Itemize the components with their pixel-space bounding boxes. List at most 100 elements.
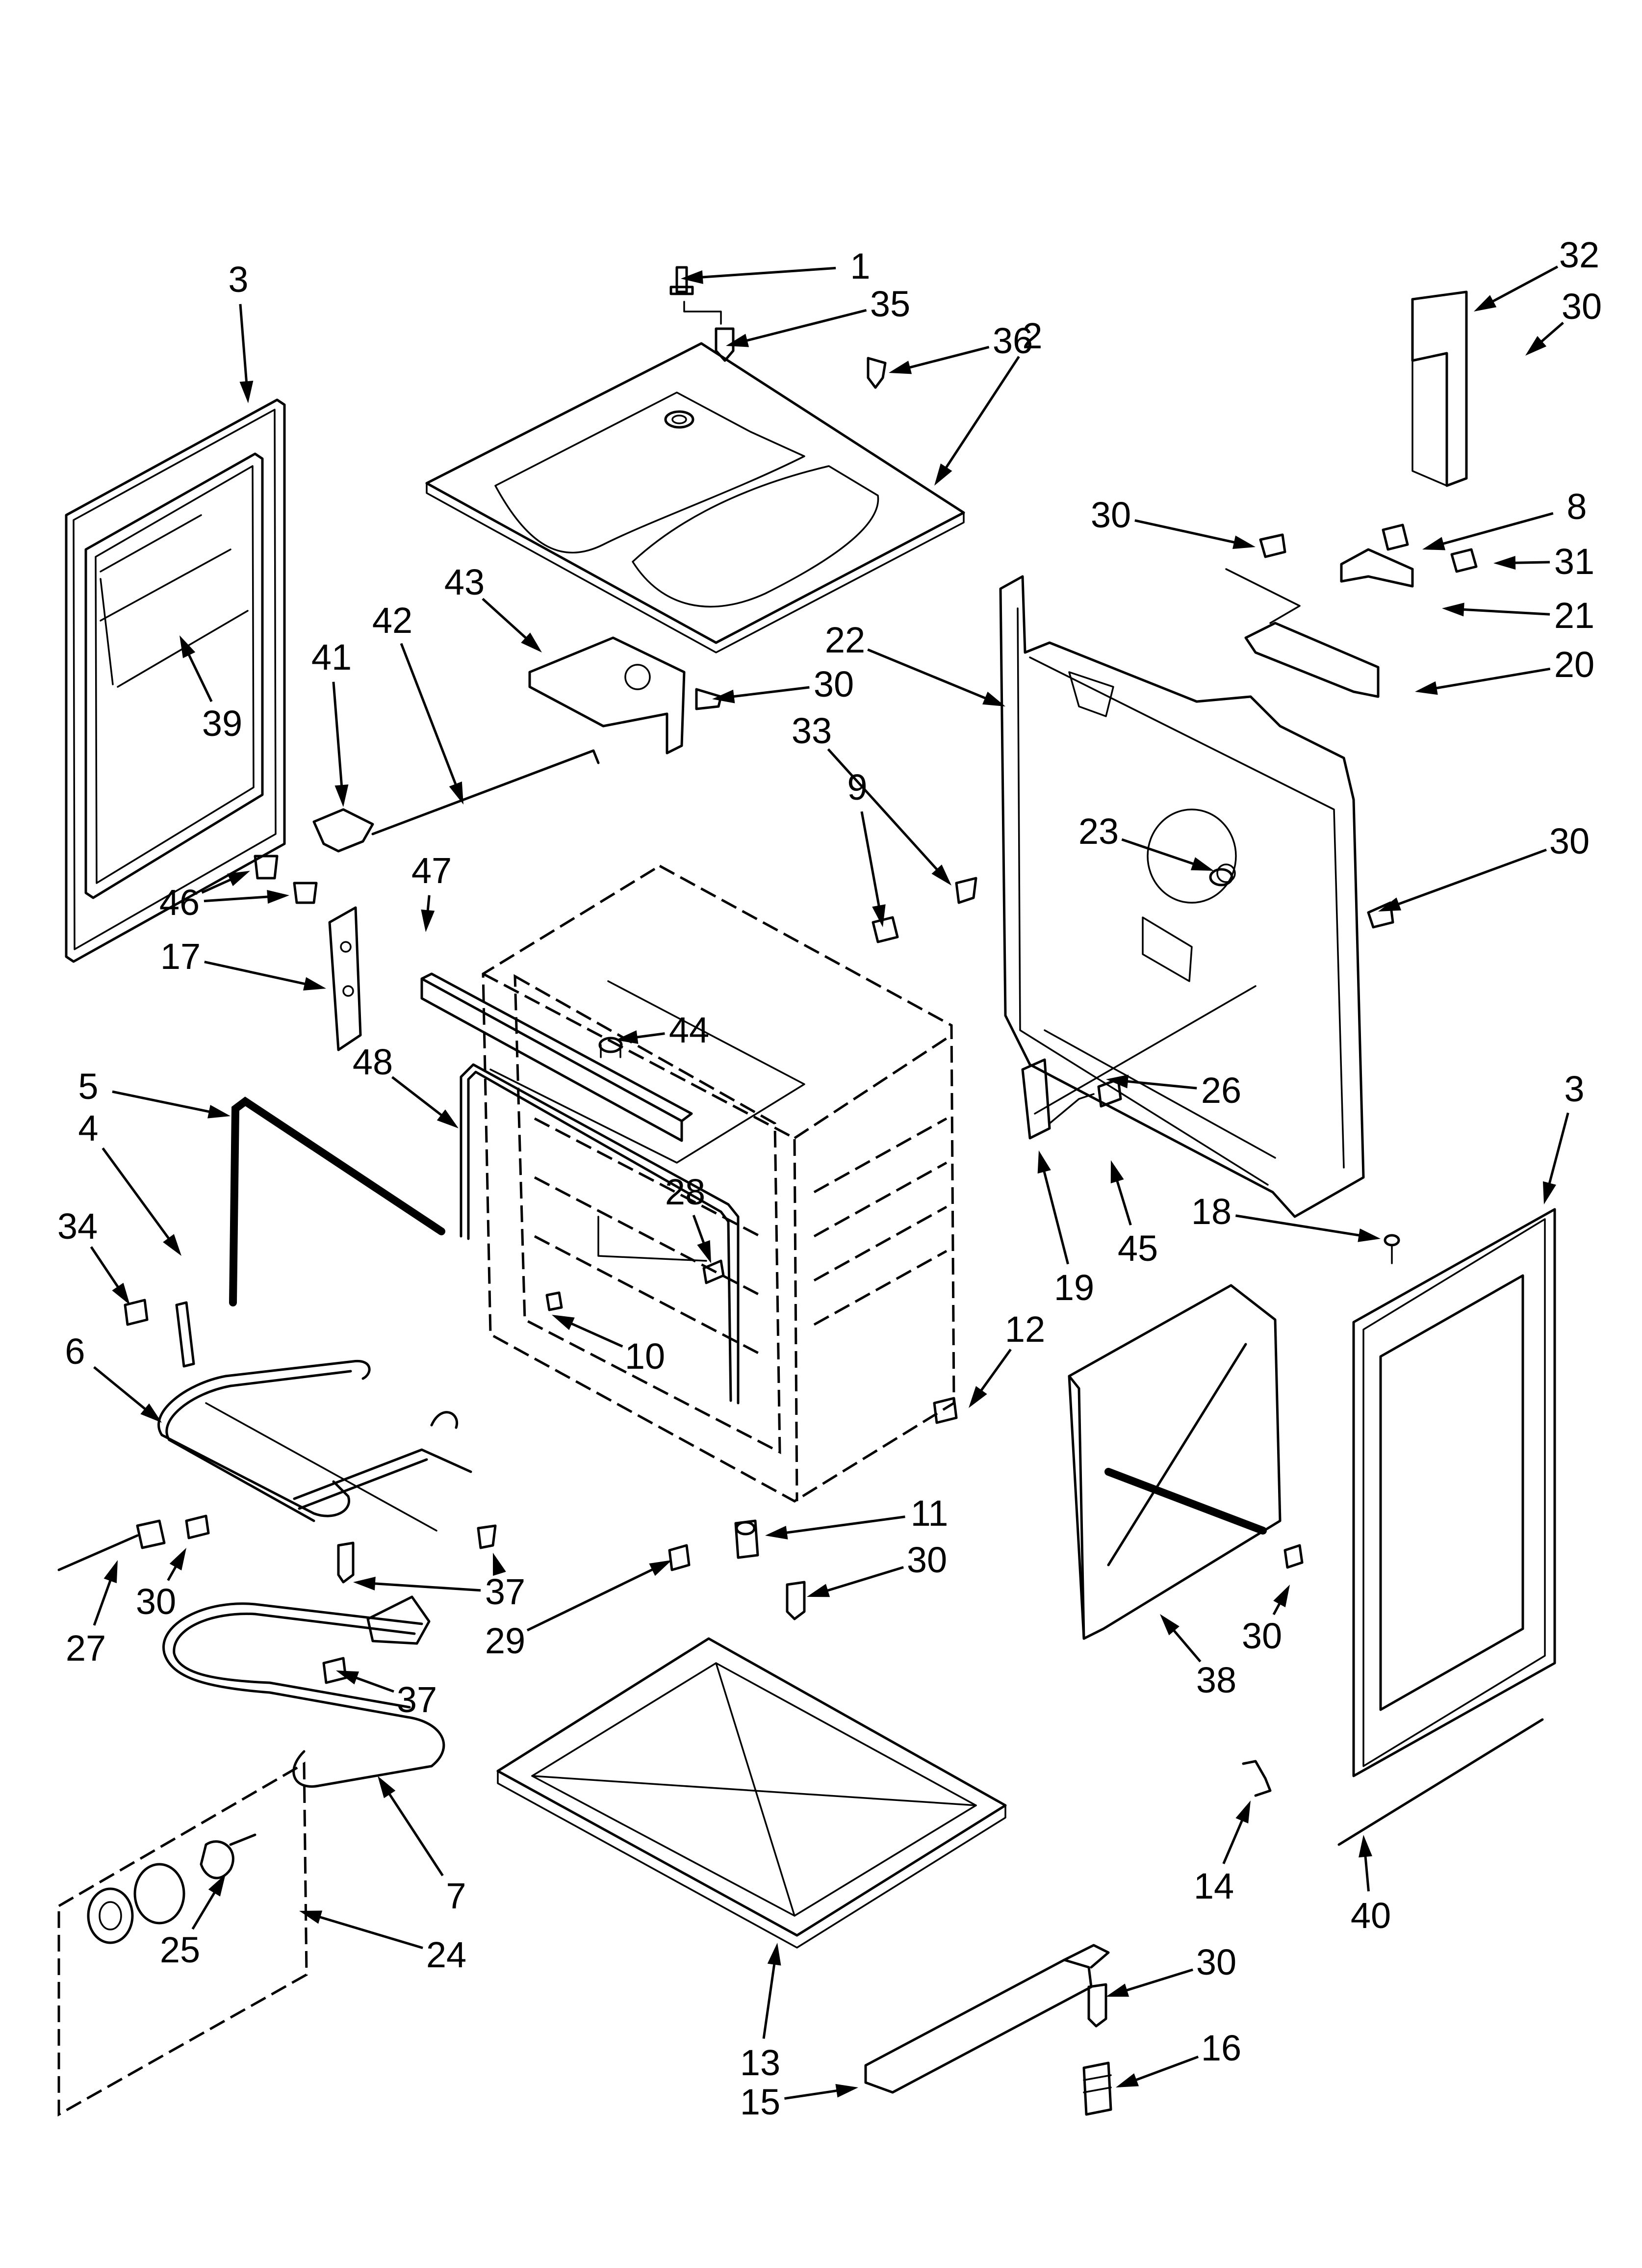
leader-line <box>1391 848 1547 908</box>
leader-arrowhead <box>1358 1228 1381 1242</box>
leader-arrowhead <box>436 1109 459 1128</box>
callout-21: 21 <box>1442 595 1594 636</box>
leader-line <box>1168 1624 1202 1663</box>
leader-line <box>902 346 990 370</box>
callout-30: 30 <box>1091 495 1256 549</box>
leader-arrowhead <box>334 784 349 807</box>
leader-arrowhead <box>934 463 952 486</box>
gasket-48 <box>460 1063 740 1405</box>
leader-line <box>1222 1813 1246 1865</box>
leader-arrowhead <box>616 1030 639 1044</box>
leader-arrowhead <box>872 904 886 927</box>
part-number-label: 30 <box>907 1539 947 1580</box>
leader-line <box>1041 1164 1069 1265</box>
callout-19: 19 <box>1037 1150 1094 1308</box>
part-number-label: 7 <box>446 1876 466 1916</box>
leader-arrowhead <box>767 1943 781 1966</box>
part-23 <box>1209 868 1233 886</box>
part-number-label: 33 <box>792 710 832 751</box>
leader-line <box>1456 608 1550 616</box>
leader-line <box>779 1515 905 1535</box>
bracket-21-20 <box>1225 523 1478 698</box>
leader-line <box>1235 1214 1366 1238</box>
leader-arrowhead <box>169 1548 186 1571</box>
broil-element-6 <box>157 1359 472 1532</box>
callout-34: 34 <box>57 1206 130 1305</box>
leader-line <box>349 1674 394 1693</box>
leader-line <box>184 648 213 703</box>
part-number-label: 40 <box>1351 1895 1391 1936</box>
bake-element-7 <box>162 1595 445 1788</box>
callout-37: 37 <box>353 1571 525 1612</box>
part-number-label: 8 <box>1566 486 1587 527</box>
callout-8: 8 <box>1422 486 1587 550</box>
callout-30: 30 <box>1106 1942 1236 1997</box>
callout-48: 48 <box>353 1042 459 1128</box>
callout-27: 27 <box>66 1560 118 1668</box>
leader-line <box>564 1319 623 1348</box>
callout-30: 30 <box>712 664 854 704</box>
leader-arrowhead <box>299 1910 323 1924</box>
leader-line <box>976 1349 1012 1397</box>
leader-line <box>1546 1112 1569 1191</box>
leader-arrowhead <box>726 334 749 347</box>
top-screws <box>669 266 887 389</box>
callout-5: 5 <box>78 1066 231 1119</box>
base-rail-15 <box>864 1944 1110 2094</box>
callout-41: 41 <box>311 637 352 807</box>
leader-line <box>1486 265 1559 306</box>
callout-14: 14 <box>1194 1800 1251 1906</box>
callout-16: 16 <box>1116 2028 1241 2087</box>
part-number-label: 36 <box>993 320 1033 361</box>
rod-40 <box>1337 1718 1544 1846</box>
leader-line <box>391 1076 448 1121</box>
leader-arrowhead <box>1235 1800 1251 1824</box>
top-cover <box>425 342 965 653</box>
callout-3: 3 <box>228 259 254 403</box>
part-number-label: 11 <box>911 1493 949 1534</box>
part-number-label: 23 <box>1078 811 1119 852</box>
part-number-label: 42 <box>372 600 412 641</box>
leader-arrowhead <box>1037 1150 1051 1174</box>
part-number-label: 30 <box>814 664 854 704</box>
leader-line <box>726 686 810 699</box>
callout-20: 20 <box>1415 644 1594 695</box>
leader-arrowhead <box>1493 556 1516 570</box>
part-44 <box>598 1037 623 1058</box>
leader-line <box>762 1957 777 2039</box>
part-number-label: 18 <box>1191 1191 1232 1232</box>
leader-arrowhead <box>1106 1983 1129 1997</box>
leader-line <box>1119 1968 1193 1994</box>
leader-line <box>526 1565 660 1632</box>
part-number-label: 21 <box>1554 595 1594 636</box>
leader-arrowhead <box>1160 1614 1180 1636</box>
part-number-label: 31 <box>1554 541 1594 582</box>
leader-arrowhead <box>103 1560 118 1584</box>
part-number-label: 44 <box>669 1010 709 1050</box>
leader-arrowhead <box>1106 1074 1129 1089</box>
leader-line <box>820 1566 904 1594</box>
callout-11: 11 <box>765 1493 948 1539</box>
leader-arrowhead <box>207 1105 231 1119</box>
leader-arrowhead <box>1359 1835 1373 1858</box>
callout-28: 28 <box>665 1172 711 1263</box>
part-number-label: 35 <box>870 284 910 324</box>
leader-arrowhead <box>421 909 435 932</box>
leader-arrowhead <box>889 361 912 374</box>
bracket-32 <box>1411 290 1468 487</box>
callout-3: 3 <box>1542 1069 1585 1204</box>
part-number-label: 3 <box>228 259 248 300</box>
callout-extra <box>493 1553 506 1576</box>
leader-arrowhead <box>931 864 951 886</box>
callout-7: 7 <box>378 1776 466 1916</box>
callout-35: 35 <box>726 284 910 347</box>
part-number-label: 13 <box>740 2042 780 2083</box>
leader-arrowhead <box>1110 1160 1124 1184</box>
callout-13: 13 <box>740 1943 781 2083</box>
part-number-label: 47 <box>411 850 452 891</box>
wire-42 <box>312 749 600 853</box>
part-14 <box>1242 1760 1272 1797</box>
leader-arrowhead <box>353 1576 376 1590</box>
callout-9: 9 <box>847 767 886 927</box>
leader-arrowhead <box>227 871 250 886</box>
